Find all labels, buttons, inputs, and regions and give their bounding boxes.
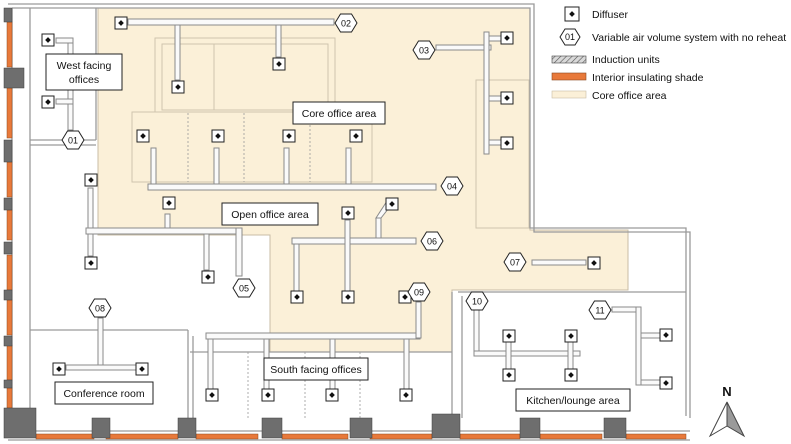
diffuser-icon	[135, 362, 149, 376]
diffuser-icon	[290, 290, 304, 304]
legend-vav-symbol: 01	[565, 32, 575, 42]
diffuser-icon	[502, 368, 516, 382]
vav-unit-10: 10	[465, 291, 489, 311]
diffuser-icon	[205, 388, 219, 402]
vav-unit-11: 11	[588, 300, 612, 320]
west-facing-label-line2: offices	[69, 74, 99, 86]
vav-unit-05: 05	[232, 278, 256, 298]
vav-unit-07: 07	[503, 252, 527, 272]
west-facing-label-line1: West facing	[57, 60, 112, 72]
vav-unit-04: 04	[440, 176, 464, 196]
core-office-label: Core office area	[302, 108, 377, 120]
diffuser-icon	[211, 129, 225, 143]
vav-unit-label: 05	[239, 284, 249, 294]
vav-unit-06: 06	[420, 231, 444, 251]
room-labels: West facing offices Core office area Ope…	[45, 53, 631, 412]
north-label: N	[722, 384, 731, 399]
diffuser-icon	[201, 270, 215, 284]
induction-units	[3, 7, 627, 439]
legend: Diffuser 01 Variable air volume system w…	[551, 6, 786, 102]
vav-unit-09: 09	[407, 282, 431, 302]
south-facing-label: South facing offices	[270, 364, 361, 376]
vav-unit-03: 03	[412, 40, 436, 60]
dashed-partitions	[187, 113, 361, 418]
diffusers	[41, 16, 673, 402]
kitchen-lounge-label: Kitchen/lounge area	[526, 395, 620, 407]
diffuser-icon	[84, 256, 98, 270]
conference-room-label: Conference room	[63, 388, 144, 400]
south-wall	[8, 430, 690, 441]
diffuser-icon	[84, 173, 98, 187]
legend-diffuser-text: Diffuser	[592, 9, 628, 21]
open-office-label: Open office area	[231, 209, 309, 221]
legend-shade-text: Interior insulating shade	[592, 72, 704, 84]
vav-units: 01 02 03 04 05 06 07 08 09 10 11	[61, 13, 612, 320]
vav-unit-label: 09	[414, 288, 424, 298]
diffuser-icon	[171, 80, 185, 94]
vav-unit-label: 06	[427, 237, 437, 247]
vav-unit-label: 11	[595, 306, 604, 316]
diffuser-icon	[325, 388, 339, 402]
diffuser-icon	[500, 31, 514, 45]
diffuser-icon	[500, 91, 514, 105]
vav-unit-02: 02	[334, 13, 358, 33]
diffuser-icon	[162, 196, 176, 210]
legend-induction-swatch	[551, 55, 587, 64]
diffuser-icon	[52, 362, 66, 376]
diffuser-icon	[502, 329, 516, 343]
diffuser-icon	[261, 388, 275, 402]
legend-vav-text: Variable air volume system with no rehea…	[592, 32, 786, 44]
vav-unit-label: 04	[447, 182, 457, 192]
diffuser-icon	[341, 206, 355, 220]
diffuser-icon	[282, 129, 296, 143]
diffuser-icon	[398, 290, 412, 304]
diffuser-icon	[399, 388, 413, 402]
vav-unit-label: 08	[95, 304, 105, 314]
diffuser-icon	[587, 256, 601, 270]
diffuser-icon	[41, 33, 55, 47]
north-arrow: N	[708, 384, 746, 438]
diffuser-icon	[659, 376, 673, 390]
legend-induction-text: Induction units	[592, 54, 660, 66]
legend-shade-swatch	[551, 72, 587, 81]
legend-vav-swatch: 01	[559, 28, 581, 46]
diffuser-icon	[114, 16, 128, 30]
vav-unit-label: 01	[68, 136, 78, 146]
diffuser-icon	[349, 129, 363, 143]
diffuser-icon	[564, 368, 578, 382]
duct-runs	[55, 18, 664, 390]
diffuser-icon	[659, 328, 673, 342]
vav-unit-08: 08	[88, 298, 112, 318]
vav-unit-label: 10	[472, 297, 482, 307]
vav-unit-01: 01	[61, 130, 85, 150]
vav-unit-label: 07	[510, 258, 520, 268]
core-inner-outlines	[131, 37, 530, 229]
legend-diffuser-swatch	[564, 6, 580, 22]
diffuser-icon	[272, 57, 286, 71]
diffuser-icon	[500, 136, 514, 150]
diffuser-icon	[564, 329, 578, 343]
legend-core-swatch	[551, 90, 587, 99]
diffuser-icon	[385, 197, 399, 211]
vav-unit-label: 03	[419, 46, 429, 56]
vav-unit-label: 02	[341, 19, 351, 29]
legend-core-text: Core office area	[592, 90, 667, 102]
diffuser-icon	[136, 129, 150, 143]
diffuser-icon	[341, 290, 355, 304]
diffuser-icon	[41, 95, 55, 109]
